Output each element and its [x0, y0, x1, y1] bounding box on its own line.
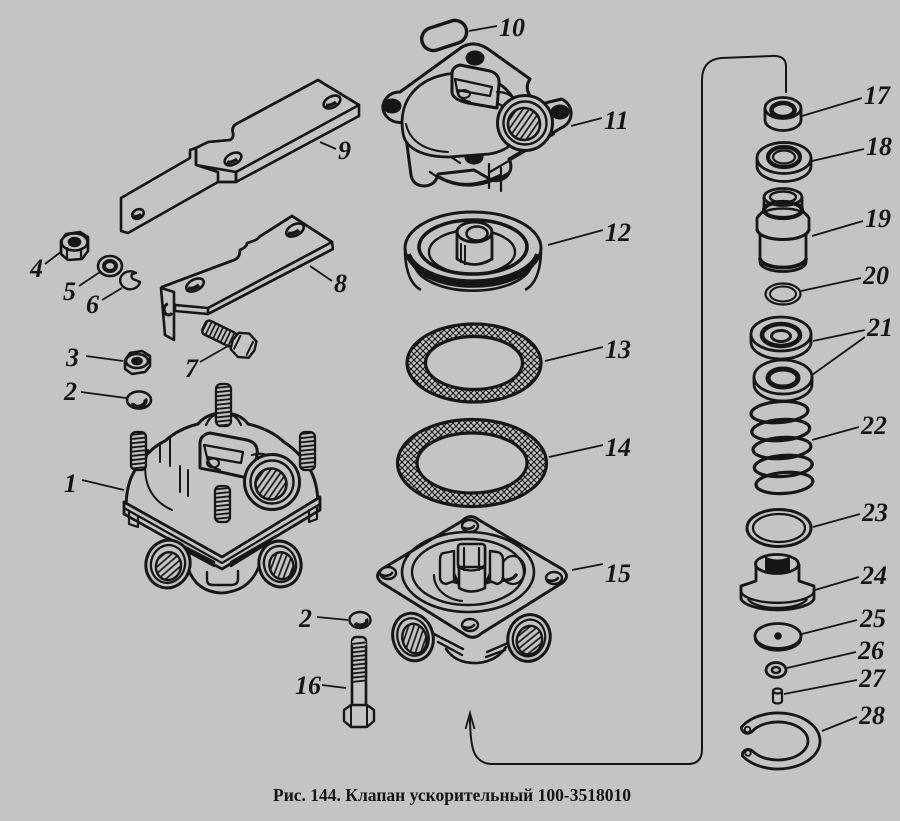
svg-text:6: 6: [86, 290, 99, 319]
svg-text:22: 22: [860, 411, 887, 440]
svg-text:16: 16: [295, 671, 321, 700]
svg-text:15: 15: [605, 559, 631, 588]
svg-text:10: 10: [499, 13, 525, 42]
svg-text:14: 14: [605, 433, 631, 462]
svg-text:11: 11: [604, 106, 629, 135]
svg-text:12: 12: [605, 218, 631, 247]
svg-text:21: 21: [866, 313, 893, 342]
svg-text:4: 4: [29, 254, 43, 283]
svg-text:8: 8: [334, 269, 347, 298]
svg-text:17: 17: [864, 81, 891, 110]
svg-text:19: 19: [865, 204, 891, 233]
svg-text:13: 13: [605, 335, 631, 364]
svg-text:18: 18: [866, 132, 892, 161]
svg-text:26: 26: [857, 636, 884, 665]
svg-text:Рис. 144. Клапан ускорительный: Рис. 144. Клапан ускорительный 100-35180…: [273, 785, 631, 805]
svg-text:2: 2: [298, 604, 312, 633]
svg-text:23: 23: [861, 498, 888, 527]
svg-text:1: 1: [64, 469, 77, 498]
svg-text:5: 5: [63, 277, 76, 306]
svg-text:9: 9: [338, 136, 351, 165]
svg-text:3: 3: [65, 343, 79, 372]
svg-text:24: 24: [860, 561, 887, 590]
svg-text:2: 2: [63, 377, 77, 406]
svg-text:7: 7: [185, 354, 199, 383]
svg-text:25: 25: [859, 604, 886, 633]
svg-text:28: 28: [858, 701, 885, 730]
svg-text:27: 27: [858, 664, 886, 693]
svg-text:20: 20: [862, 261, 889, 290]
